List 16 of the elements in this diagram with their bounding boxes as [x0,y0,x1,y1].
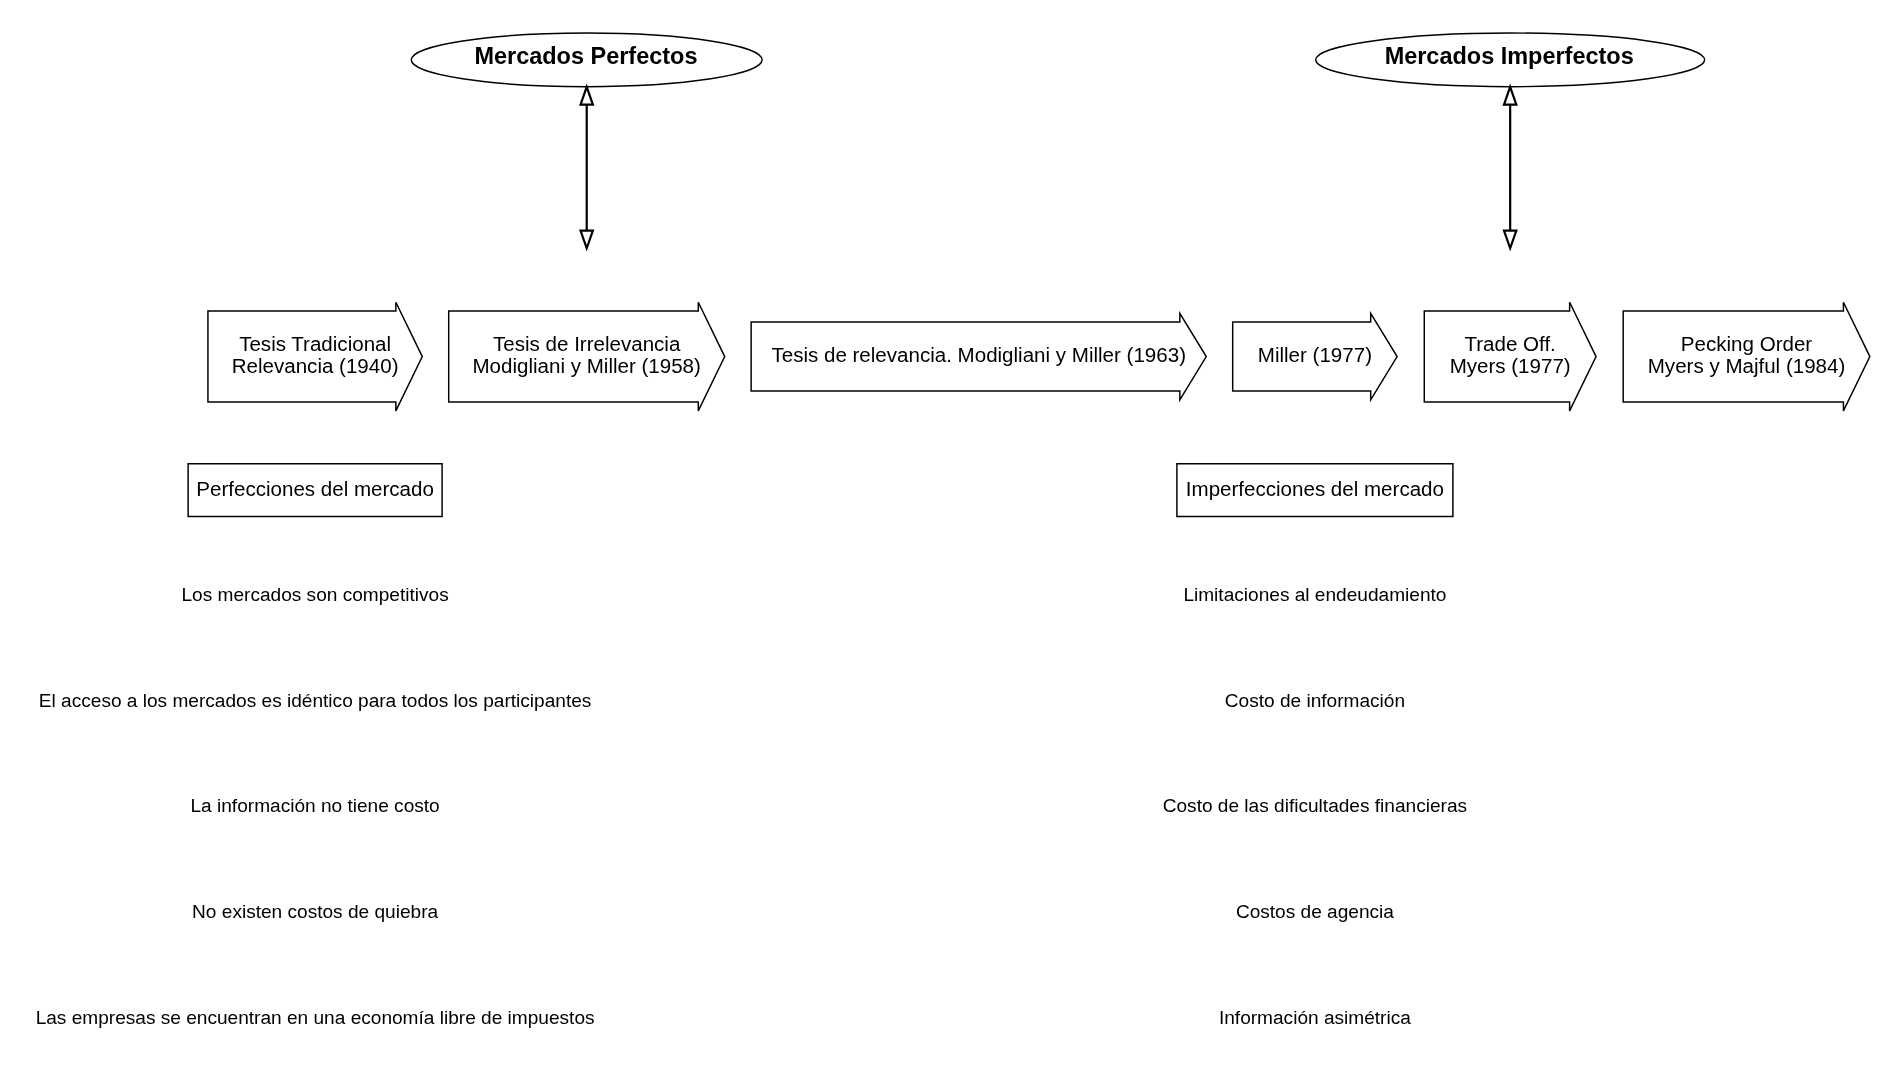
label: Limitaciones al endeudamiento [1183,583,1447,605]
label: No existen costos de quiebra [192,900,439,922]
arrow [1502,83,1518,252]
label: Las empresas se encuentran en una economía libre de impuestos [35,1006,595,1028]
label: Los mercados son competitivos [181,583,449,605]
label: Costos de agencia [1235,900,1394,922]
label: La información no tiene costo [190,794,440,816]
arrow [579,83,595,252]
label: El acceso a los mercados es idéntico para todos los participantes [38,689,592,711]
label: Costo de las dificultades financieras [1162,794,1468,816]
node-ellipse: Mercados Perfectos [410,31,763,87]
node-ellipse: Mercados Imperfectos [1314,31,1706,87]
node-box: Perfecciones del mercado [187,462,443,517]
node-box: Imperfecciones del mercado [1176,462,1454,517]
label: Información asimétrica [1218,1006,1411,1028]
label: Costo de información [1224,689,1406,711]
